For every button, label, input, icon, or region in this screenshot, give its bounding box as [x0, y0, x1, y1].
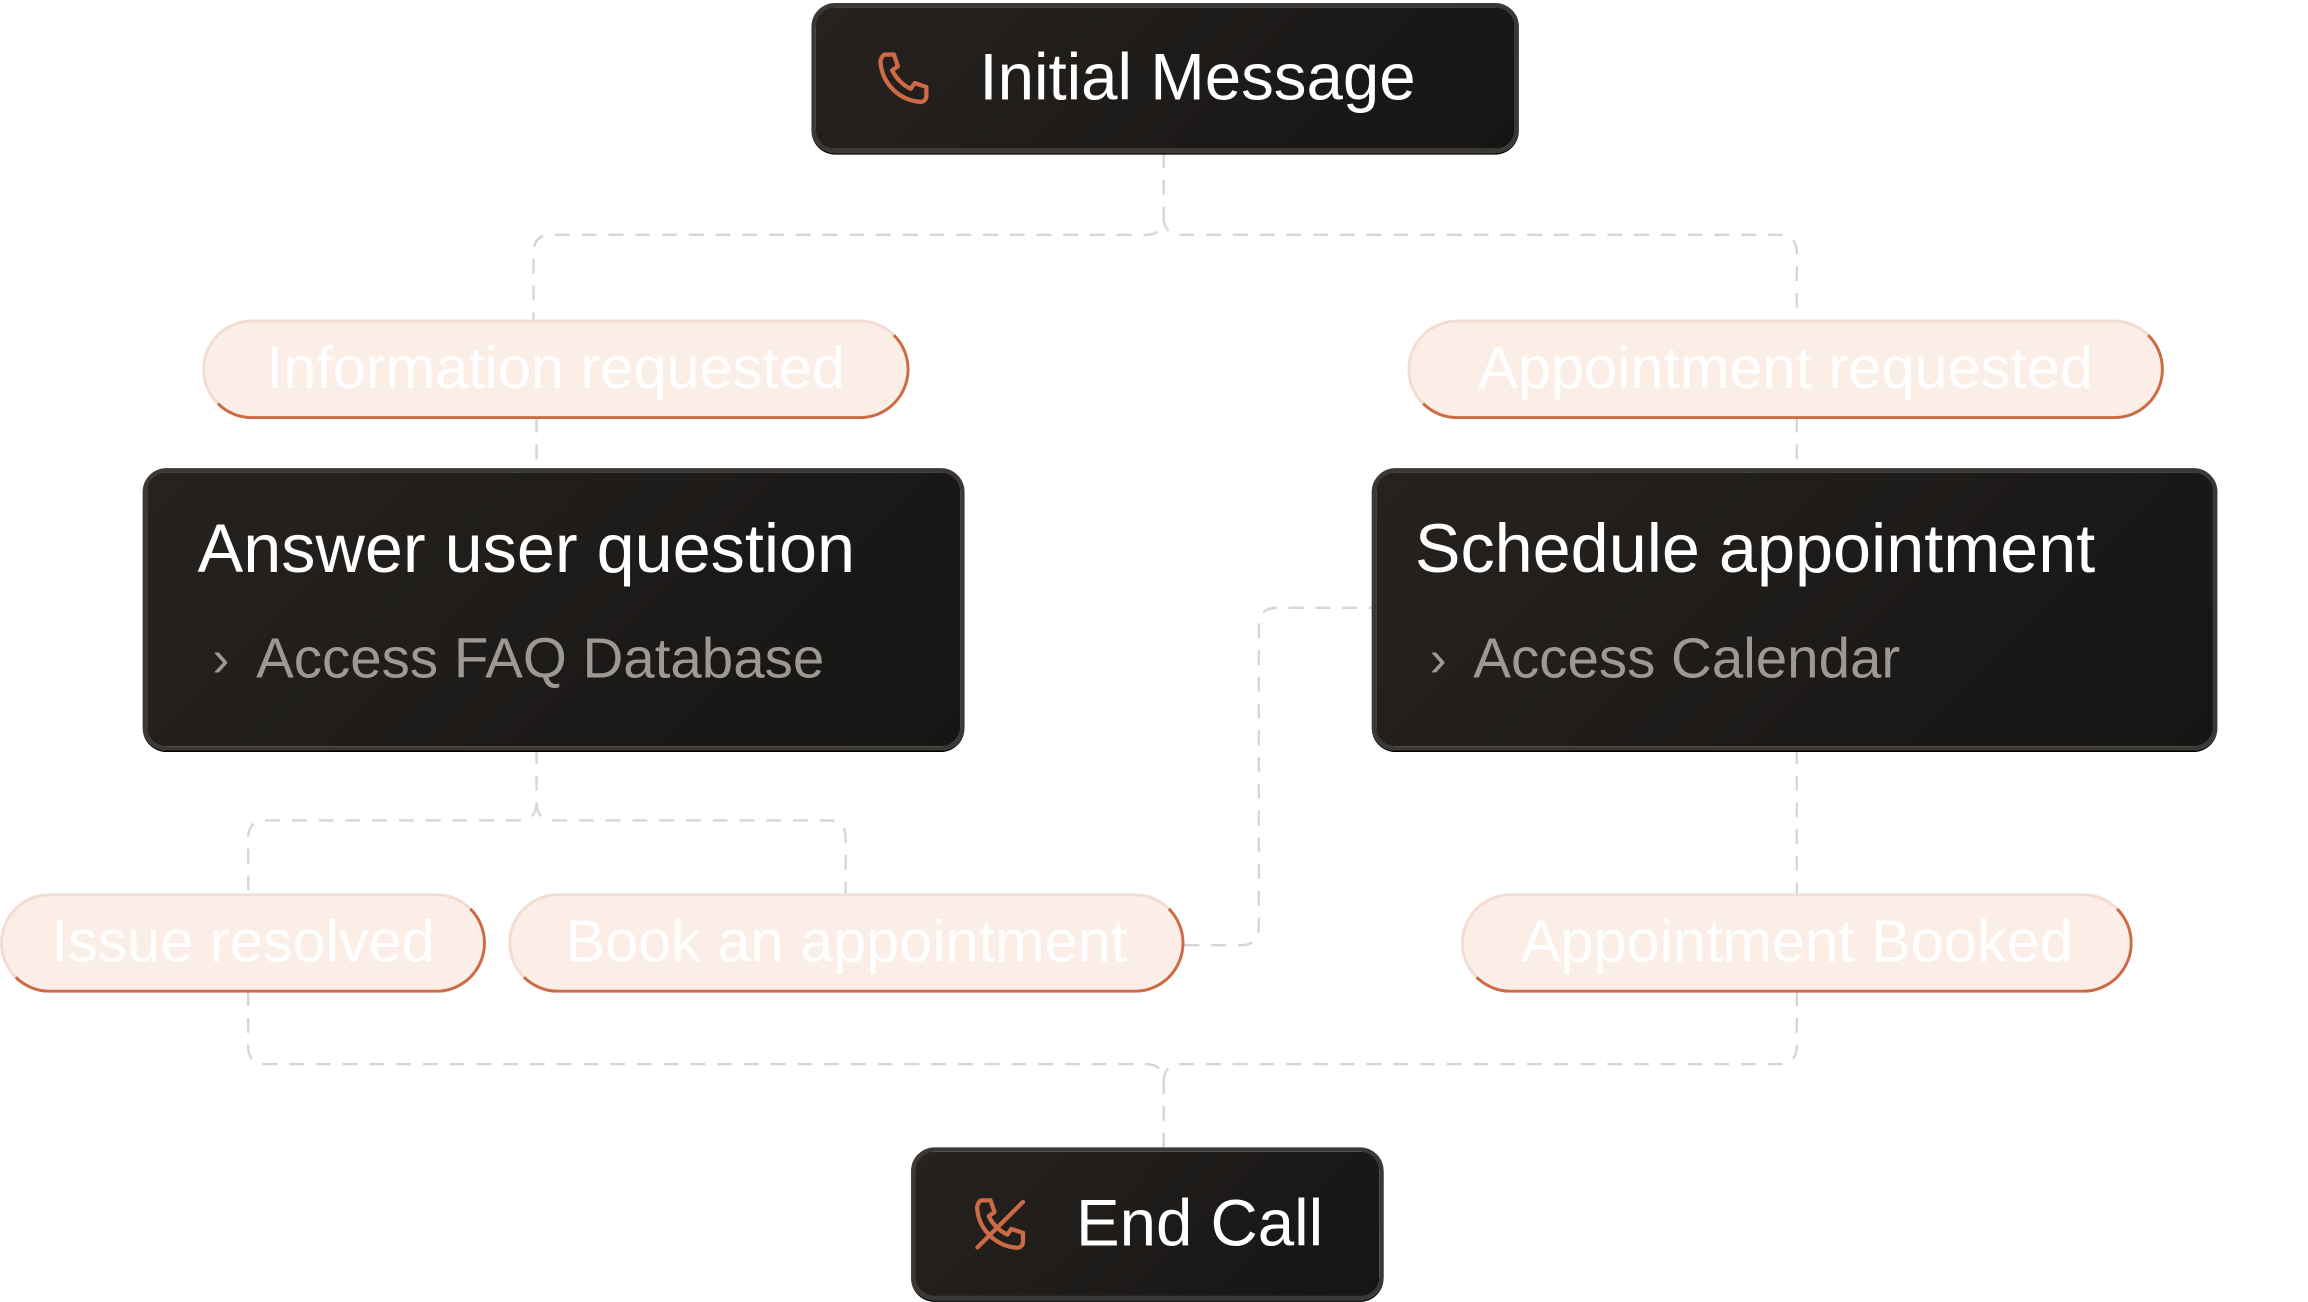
schedule-appointment-node[interactable]: Schedule appointment › Access Calendar: [1371, 468, 2218, 751]
connector-issue-to-end: [247, 991, 1165, 1149]
connector-start-right: [1162, 216, 1799, 322]
end-call-node[interactable]: End Call: [911, 1147, 1384, 1301]
schedule-tool-row: › Access Calendar: [1415, 624, 2213, 695]
schedule-tool-label: Access Calendar: [1473, 628, 1901, 692]
connector-book-to-schedule: [1184, 606, 1374, 947]
end-call-label: End Call: [1076, 1186, 1324, 1260]
connector-answer-split-right: [535, 802, 847, 895]
condition-appointment-booked[interactable]: Appointment Booked: [1460, 893, 2133, 993]
condition-issue-resolved[interactable]: Issue resolved: [0, 893, 486, 993]
schedule-appointment-title: Schedule appointment: [1414, 509, 2096, 588]
connector-start-trunk: [532, 153, 1165, 322]
phone-icon: [869, 44, 937, 112]
condition-appointment-requested[interactable]: Appointment requested: [1407, 319, 2164, 420]
connector-booked-to-end: [1162, 991, 1799, 1082]
phone-hangup-icon: [966, 1190, 1034, 1258]
answer-tool-row: › Access FAQ Database: [198, 624, 960, 695]
condition-book-an-appointment[interactable]: Book an appointment: [508, 893, 1185, 993]
answer-user-question-title: Answer user question: [197, 509, 856, 588]
answer-tool-label: Access FAQ Database: [256, 628, 825, 692]
connector-answer-split-left: [247, 749, 538, 895]
condition-information-requested[interactable]: Information requested: [202, 319, 910, 420]
chevron-right-icon: ›: [1429, 631, 1447, 689]
initial-message-label: Initial Message: [979, 40, 1416, 114]
answer-user-question-node[interactable]: Answer user question › Access FAQ Databa…: [142, 468, 965, 751]
initial-message-node[interactable]: Initial Message: [811, 2, 1519, 154]
chevron-right-icon: ›: [212, 631, 230, 689]
